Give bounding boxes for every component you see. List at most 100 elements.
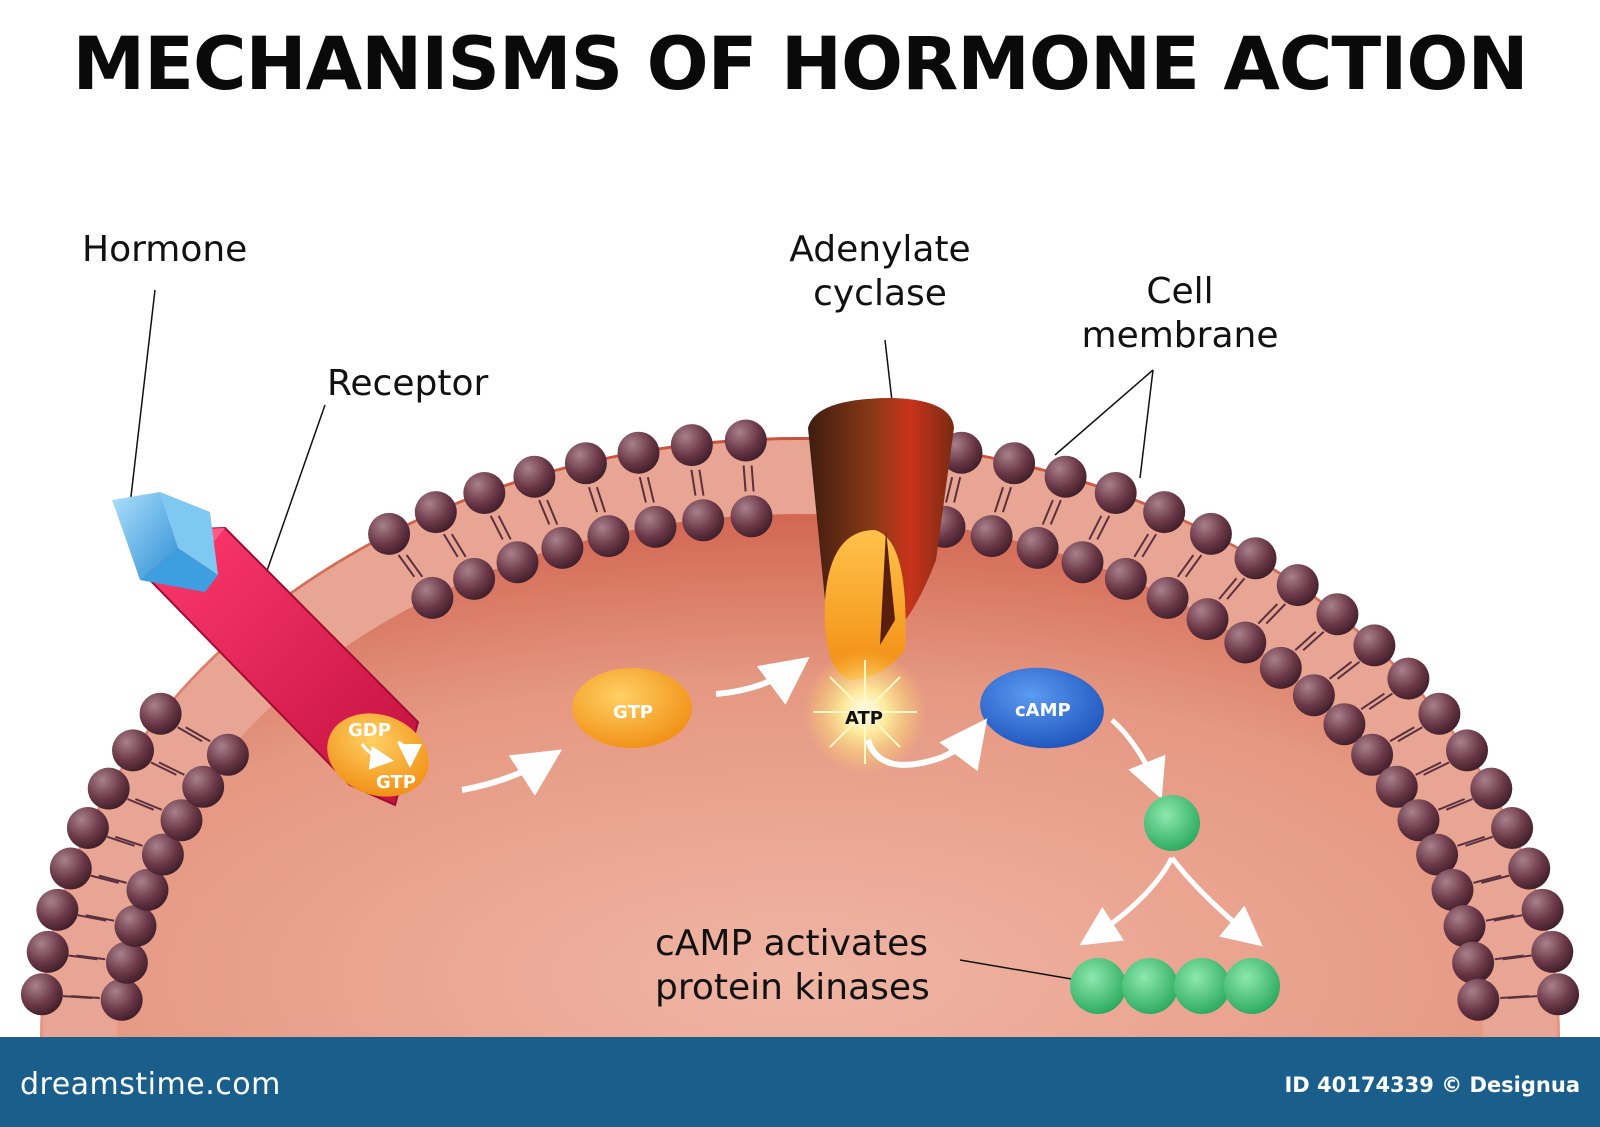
arrow-camp-to-kinase xyxy=(1110,718,1166,800)
lipid-head xyxy=(1016,526,1059,569)
lipid-head xyxy=(66,807,109,849)
lipid-head xyxy=(206,733,249,776)
atp-label: ATP xyxy=(845,708,883,729)
lipid-tail xyxy=(1218,577,1238,600)
cell-membrane-label: Cell membrane xyxy=(1075,270,1285,358)
lipid-head xyxy=(682,499,725,542)
lipid-tail xyxy=(1389,726,1415,743)
footer-credit: ID 40174339 © Designua xyxy=(1284,1073,1580,1097)
lipid-head xyxy=(1491,807,1534,849)
lipid-tail xyxy=(546,499,559,525)
lipid-tail xyxy=(1465,835,1494,847)
footer-bar: dreamstime.com ID 40174339 © Designua xyxy=(0,1037,1600,1127)
lipid-tail xyxy=(1328,661,1353,680)
lipid-head xyxy=(730,495,773,538)
lipid-tail xyxy=(1176,554,1195,578)
adenylate-line-1: Adenylate xyxy=(789,229,971,270)
lipid-tail xyxy=(1184,554,1203,578)
atp-sparkle xyxy=(813,660,917,764)
lipid-tail xyxy=(690,469,697,496)
lipid-head xyxy=(496,541,539,584)
adenylate-line-2: cyclase xyxy=(813,273,947,314)
lipid-head xyxy=(1537,973,1580,1016)
lipid-tail xyxy=(114,835,143,847)
lipid-head xyxy=(368,512,411,555)
lipid-head xyxy=(463,472,506,514)
lipid-tail xyxy=(595,486,607,513)
lipid-tail xyxy=(1473,874,1502,884)
lipid-tail xyxy=(127,798,155,811)
lipid-tail xyxy=(90,874,119,884)
lipid-head xyxy=(20,973,63,1016)
lipid-tail xyxy=(1041,499,1054,525)
lipid-head xyxy=(1470,767,1513,810)
lipid-tail xyxy=(742,465,747,492)
lipid-tail xyxy=(1423,761,1450,776)
lipid-head xyxy=(587,515,630,558)
lipid-tail xyxy=(1265,603,1287,625)
lipid-tail xyxy=(1457,835,1486,847)
membrane-line-2: membrane xyxy=(1081,315,1279,356)
lipid-tail xyxy=(442,533,459,558)
lipid-head xyxy=(100,978,143,1021)
lipid-head xyxy=(1521,888,1564,931)
lipid-tail xyxy=(77,914,107,922)
lipid-tail xyxy=(993,486,1005,513)
lipid-head xyxy=(1292,674,1335,717)
lipid-head xyxy=(1146,576,1189,619)
lipid-tail xyxy=(1088,515,1103,540)
lipid-tail xyxy=(538,499,551,525)
lipid-tail xyxy=(98,874,127,884)
lipid-tail xyxy=(1368,692,1393,711)
lipid-head xyxy=(1104,557,1147,600)
lipid-head xyxy=(1452,941,1495,984)
membrane-line-1: Cell xyxy=(1146,271,1214,312)
lipid-head xyxy=(1416,833,1459,876)
lipid-head xyxy=(36,888,79,931)
lipid-tail xyxy=(497,515,512,540)
lipid-tail xyxy=(150,761,177,776)
lipid-head xyxy=(112,729,154,772)
lipid-tail xyxy=(1096,515,1111,540)
lipid-tail xyxy=(1294,631,1317,651)
lipid-head xyxy=(1351,733,1394,776)
lipid-tail xyxy=(68,954,98,961)
lipid-tail xyxy=(158,761,185,776)
lipid-head xyxy=(1508,847,1551,890)
membrane-leader-line-a xyxy=(1054,369,1154,456)
lipid-tail xyxy=(1141,533,1158,558)
lipid-head xyxy=(513,455,556,498)
lipid-tail xyxy=(1508,995,1538,999)
lipid-tail xyxy=(638,476,647,503)
lipid-tail xyxy=(85,914,115,922)
footer-brand: dreamstime.com xyxy=(20,1067,281,1102)
lipid-tail xyxy=(1336,661,1361,680)
lipid-head xyxy=(453,557,496,600)
lipid-head xyxy=(970,515,1013,558)
regulatory-subunit-sphere xyxy=(1144,795,1200,851)
lipid-tail xyxy=(1502,954,1532,961)
lipid-head xyxy=(1443,905,1486,947)
lipid-tail xyxy=(945,476,954,503)
lipid-head xyxy=(564,442,607,485)
lipid-tail xyxy=(1445,798,1473,811)
lipid-head xyxy=(1323,703,1366,746)
lipid-head xyxy=(49,847,92,890)
lipid-tail xyxy=(1133,533,1150,558)
lipid-head xyxy=(411,576,454,619)
lipid-tail xyxy=(185,726,211,743)
lipid-head xyxy=(26,930,69,973)
diagram-title: MECHANISMS OF HORMONE ACTION xyxy=(72,22,1528,107)
lipid-head xyxy=(617,431,660,474)
lipid-head xyxy=(1094,472,1137,514)
kinase-label: cAMP activates protein kinases xyxy=(655,922,930,1010)
gtp-free-molecule xyxy=(572,668,692,748)
lipid-head xyxy=(1418,692,1461,735)
lipid-tail xyxy=(1397,726,1423,743)
lipid-tail xyxy=(1001,486,1013,513)
gtp-bound-label: GTP xyxy=(376,772,416,793)
lipid-tail xyxy=(106,835,135,847)
lipid-head xyxy=(724,419,767,462)
camp-molecule xyxy=(980,667,1104,749)
